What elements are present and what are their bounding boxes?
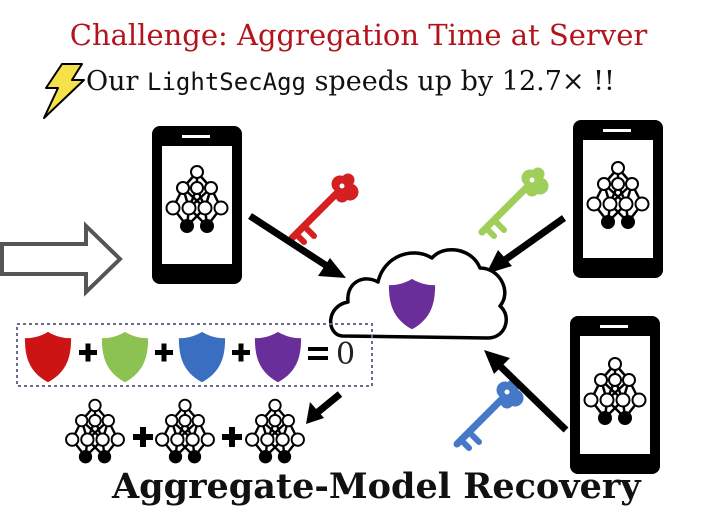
key-icon xyxy=(457,380,523,448)
arrow-phone2-to-server xyxy=(486,215,567,274)
neural-network-icon xyxy=(244,398,306,465)
shield-icon xyxy=(101,331,149,383)
caption: Aggregate-Model Recovery xyxy=(112,466,641,507)
equals-icon xyxy=(308,347,328,360)
shield-icon xyxy=(178,331,226,383)
plus-icon xyxy=(232,343,250,362)
shield-icon xyxy=(24,331,72,383)
subtitle-suffix: speeds up by 12.7× !! xyxy=(314,66,615,97)
smartphone-icon xyxy=(573,120,663,278)
subtitle: Our LightSecAgg speeds up by 12.7× !! xyxy=(86,66,615,97)
hollow-arrow-icon xyxy=(0,221,123,297)
equation-box xyxy=(16,323,373,387)
key-icon xyxy=(482,168,548,236)
method-name: LightSecAgg xyxy=(147,68,306,96)
neural-network-icon xyxy=(64,398,126,465)
arrow-phone1-to-server xyxy=(248,213,346,278)
plus-icon xyxy=(155,343,173,362)
plus-icon xyxy=(222,427,242,447)
title: Challenge: Aggregation Time at Server xyxy=(69,18,648,52)
plus-icon xyxy=(133,427,153,447)
arrow-phone3-to-server xyxy=(484,350,569,433)
subtitle-prefix: Our xyxy=(86,66,139,97)
equation-result: 0 xyxy=(336,337,356,372)
neural-network-icon xyxy=(154,398,216,465)
arrow-to-recovery xyxy=(306,391,343,424)
lightning-icon xyxy=(43,63,85,119)
smartphone-icon xyxy=(570,316,660,474)
shield-icon xyxy=(254,331,302,383)
smartphone-icon xyxy=(152,126,242,284)
plus-icon xyxy=(79,343,97,362)
key-icon xyxy=(292,174,358,242)
